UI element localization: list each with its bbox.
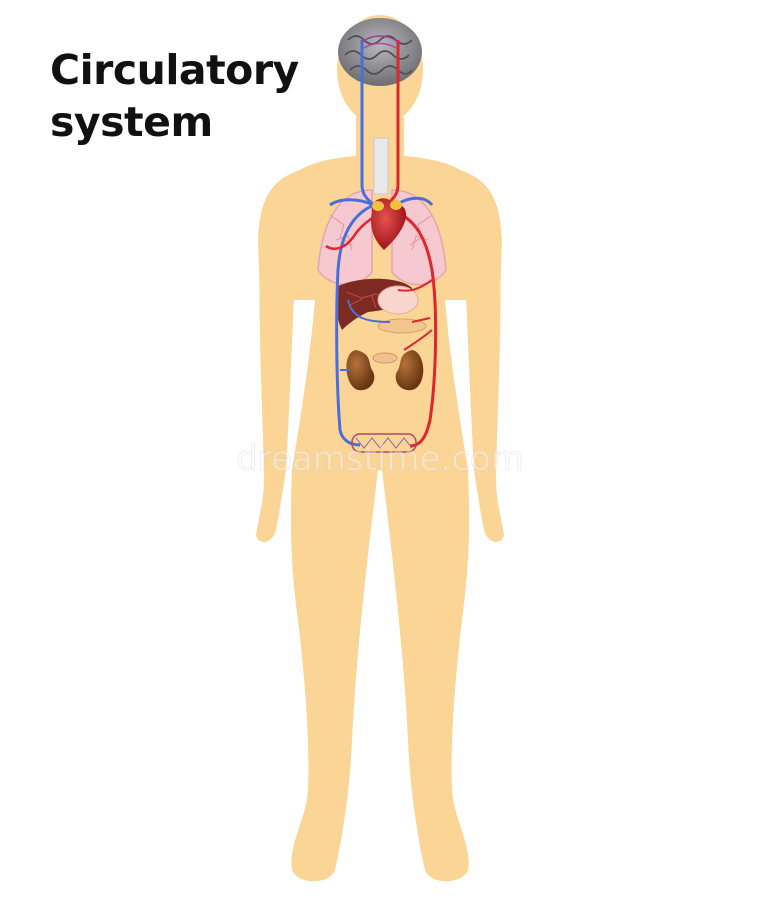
brain-capillaries [361,35,399,49]
diagram-title: Circulatory system [50,44,299,148]
left-kidney [346,350,375,391]
watermark: dreamstime.com [236,439,524,479]
heart [371,198,407,250]
brain [338,18,422,86]
body-silhouette [256,15,504,882]
capillary-bed [351,433,417,453]
title-line-2: system [50,98,213,146]
kidneys [346,350,424,391]
trachea [373,137,389,195]
right-kidney [395,350,424,391]
title-line-1: Circulatory [50,46,299,94]
